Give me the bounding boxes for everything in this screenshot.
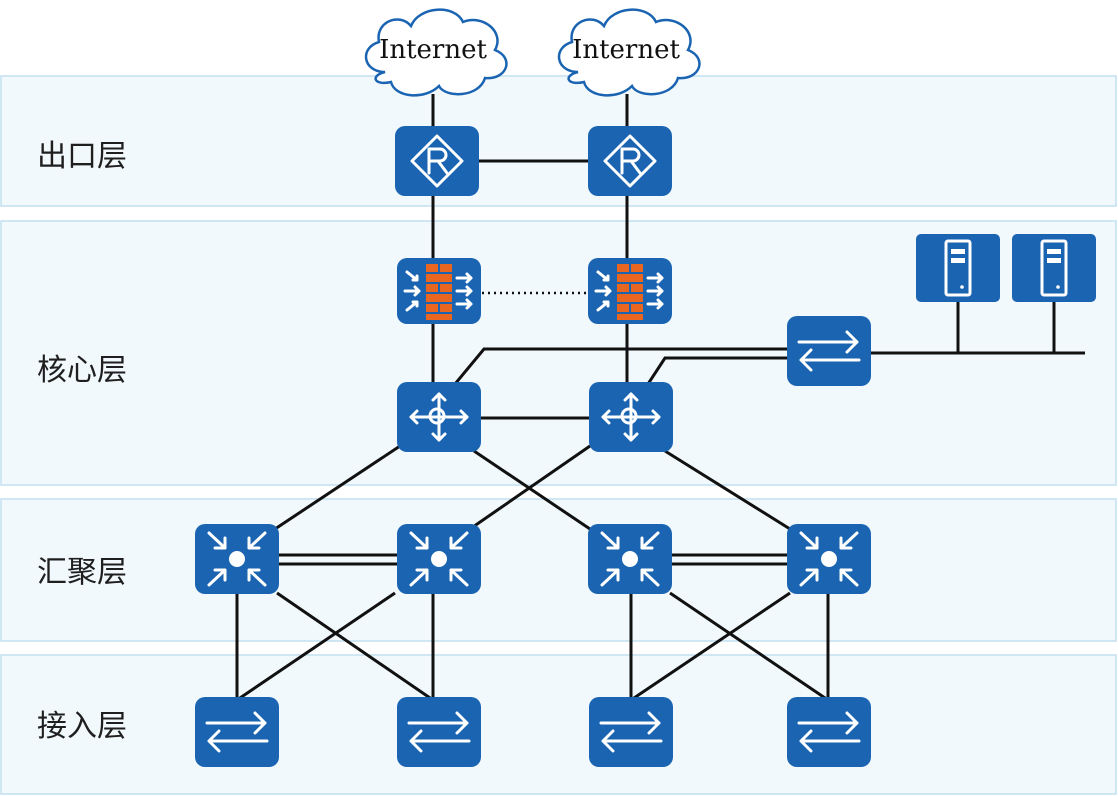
link-agg2-acc1 [236,591,396,702]
access-switch-icon [785,695,873,769]
server-icon [914,232,1002,304]
core-switch-icon [587,380,675,454]
access-switch-icon [587,695,675,769]
access-switch-icon [395,695,483,769]
layer-band-access: 接入层 [0,654,1117,795]
aggregation-switch-icon [395,522,483,596]
layer-label-access: 接入层 [37,709,127,744]
server-switch-icon [785,314,873,388]
layer-label-egress: 出口层 [37,139,127,174]
aggregation-switch-icon [785,522,873,596]
link-agg4-acc3 [630,591,791,702]
layer-label-aggregation: 汇聚层 [37,555,127,590]
internet-cloud-1-label: Internet [379,35,487,65]
router-icon [393,124,481,198]
links [235,94,1085,702]
core-switch-icon [395,380,483,454]
firewall-icon [586,256,674,326]
access-switch-icon [193,695,281,769]
link-agg3-acc4 [669,591,829,702]
internet-cloud-2-label: Internet [572,35,680,65]
aggregation-switch-icon [193,522,281,596]
layer-band-aggregation: 汇聚层 [0,498,1117,642]
link-core1-agg1 [274,444,401,531]
server-icon [1010,232,1098,304]
link-agg1-acc2 [276,591,434,702]
internet-cloud-2: Internet [557,8,701,97]
layer-band-egress: 出口层 [0,75,1117,207]
link-core1-server-switch [453,347,790,385]
link-core1-agg3 [473,449,591,531]
firewall-icon [395,256,483,326]
aggregation-switch-icon [586,522,674,596]
layer-label-core: 核心层 [37,353,127,388]
link-core2-server-switch [646,356,790,385]
link-core2-agg2 [469,444,591,531]
link-core2-agg4 [664,449,791,531]
router-icon [586,124,674,198]
internet-cloud-1: Internet [364,8,508,97]
